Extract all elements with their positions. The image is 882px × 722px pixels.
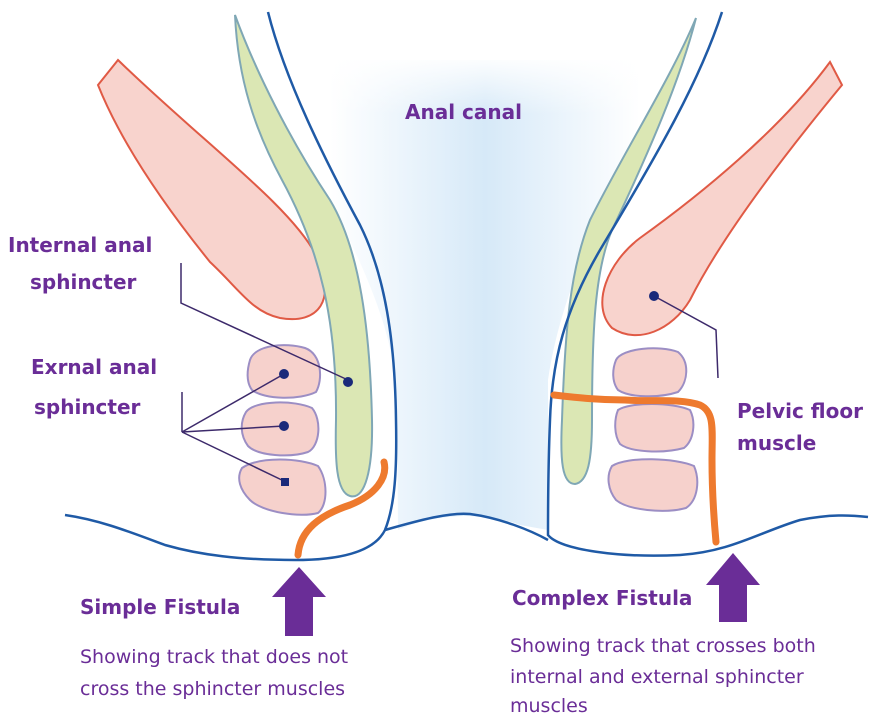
external-sphincter-right-middle	[615, 404, 693, 451]
complex-fistula-desc-line3: muscles	[510, 692, 588, 721]
anal-canal-label: Anal canal	[405, 98, 522, 126]
simple-fistula-desc-line1: Showing track that does not	[80, 643, 348, 672]
pelvic-floor-label-line1: Pelvic floor	[737, 397, 863, 425]
complex-fistula-title: Complex Fistula	[512, 584, 692, 612]
internal-sphincter-label-line2: sphincter	[30, 268, 136, 296]
complex-fistula-arrow	[706, 553, 760, 622]
external-sphincter-right-upper	[613, 348, 686, 396]
pelvic-floor-label-line2: muscle	[737, 429, 816, 457]
external-sphincter-label-line2: sphincter	[34, 393, 140, 421]
external-sphincter-label-line1: Exrnal anal	[31, 353, 157, 381]
simple-fistula-arrow	[272, 567, 326, 636]
simple-fistula-desc-line2: cross the sphincter muscles	[80, 675, 345, 704]
complex-fistula-desc-line1: Showing track that crosses both	[510, 632, 816, 661]
external-sphincter-right-lower	[609, 459, 698, 511]
simple-fistula-title: Simple Fistula	[80, 593, 240, 621]
internal-sphincter-label-line1: Internal anal	[8, 231, 152, 259]
external-sphincter-left-lower	[239, 460, 325, 515]
complex-fistula-desc-line2: internal and external sphincter	[510, 663, 804, 692]
